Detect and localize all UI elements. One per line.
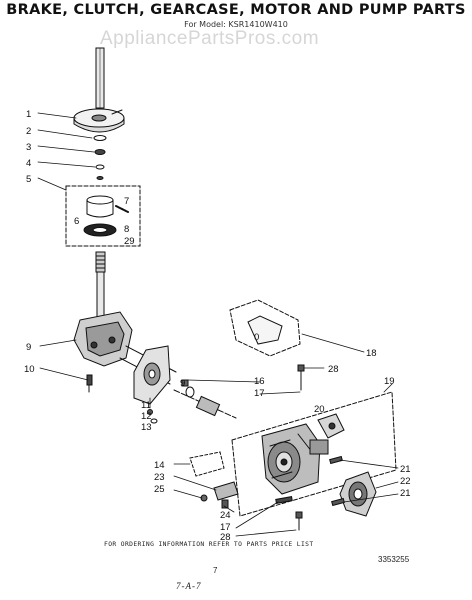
callout-23: 23 bbox=[154, 472, 165, 483]
motor-clip bbox=[200, 481, 239, 509]
callout-19: 19 bbox=[384, 376, 395, 387]
callout-24: 24 bbox=[220, 510, 231, 521]
callout-2: 2 bbox=[26, 126, 31, 137]
callout-18: 18 bbox=[366, 348, 377, 359]
inset-label: 0 bbox=[254, 332, 259, 343]
callout-13: 13 bbox=[141, 422, 152, 433]
part-number: 3353255 bbox=[378, 555, 410, 564]
gearcase-bolt bbox=[86, 374, 93, 393]
page-code: 7-A-7 bbox=[176, 581, 202, 591]
water-pump bbox=[339, 471, 377, 517]
callout-7: 7 bbox=[124, 196, 129, 207]
callout-17b: 17 bbox=[220, 522, 231, 533]
callout-21a: 21 bbox=[400, 464, 411, 475]
callout-9b: 9 bbox=[180, 378, 185, 389]
callout-28b: 28 bbox=[220, 532, 231, 543]
callout-21b: 21 bbox=[400, 488, 411, 499]
pump-clips bbox=[329, 455, 345, 507]
motor-screws-bottom bbox=[275, 496, 303, 531]
gasket bbox=[189, 451, 225, 477]
small-fasteners bbox=[147, 379, 189, 424]
callout-6: 6 bbox=[74, 216, 79, 227]
callout-9: 9 bbox=[26, 342, 31, 353]
callout-10: 10 bbox=[24, 364, 35, 375]
callout-11: 11 bbox=[141, 400, 151, 411]
callout-14: 14 bbox=[154, 460, 165, 471]
belt-guard-inset bbox=[229, 299, 301, 357]
pump-coupling bbox=[173, 386, 237, 419]
callout-22: 22 bbox=[400, 476, 411, 487]
callout-labels: 1 2 3 4 5 6 7 8 29 9 10 11 12 13 9 16 17… bbox=[24, 109, 411, 543]
callout-5: 5 bbox=[26, 174, 31, 185]
callout-1: 1 bbox=[26, 109, 31, 120]
callout-29: 29 bbox=[124, 236, 135, 247]
agitator-shaft-top bbox=[95, 47, 105, 109]
motor-screw-top bbox=[297, 364, 305, 391]
model-subtitle: For Model: KSR1410W410 bbox=[184, 20, 288, 29]
washer-stack bbox=[93, 135, 107, 180]
page-title: BRAKE, CLUTCH, GEARCASE, MOTOR AND PUMP … bbox=[6, 2, 466, 18]
callout-8: 8 bbox=[124, 224, 129, 235]
callout-16: 16 bbox=[254, 376, 265, 387]
drive-motor bbox=[261, 423, 329, 495]
gearcase-cover bbox=[133, 345, 171, 405]
callout-25: 25 bbox=[154, 484, 165, 495]
callout-3: 3 bbox=[26, 142, 31, 153]
page-number: 7 bbox=[213, 566, 218, 575]
callout-leaders bbox=[37, 112, 399, 537]
ordering-note: FOR ORDERING INFORMATION REFER TO PARTS … bbox=[104, 541, 314, 548]
clutch-assembly-box bbox=[65, 185, 141, 247]
callout-28a: 28 bbox=[328, 364, 339, 375]
motor-switch bbox=[317, 413, 345, 439]
callout-4: 4 bbox=[26, 158, 31, 169]
callout-20: 20 bbox=[314, 404, 325, 415]
watermark: AppliancePartsPros.com bbox=[100, 28, 320, 49]
drive-shaft bbox=[95, 251, 106, 321]
callout-12: 12 bbox=[141, 411, 152, 422]
brake-assembly bbox=[73, 108, 125, 133]
callout-17a: 17 bbox=[254, 388, 265, 399]
